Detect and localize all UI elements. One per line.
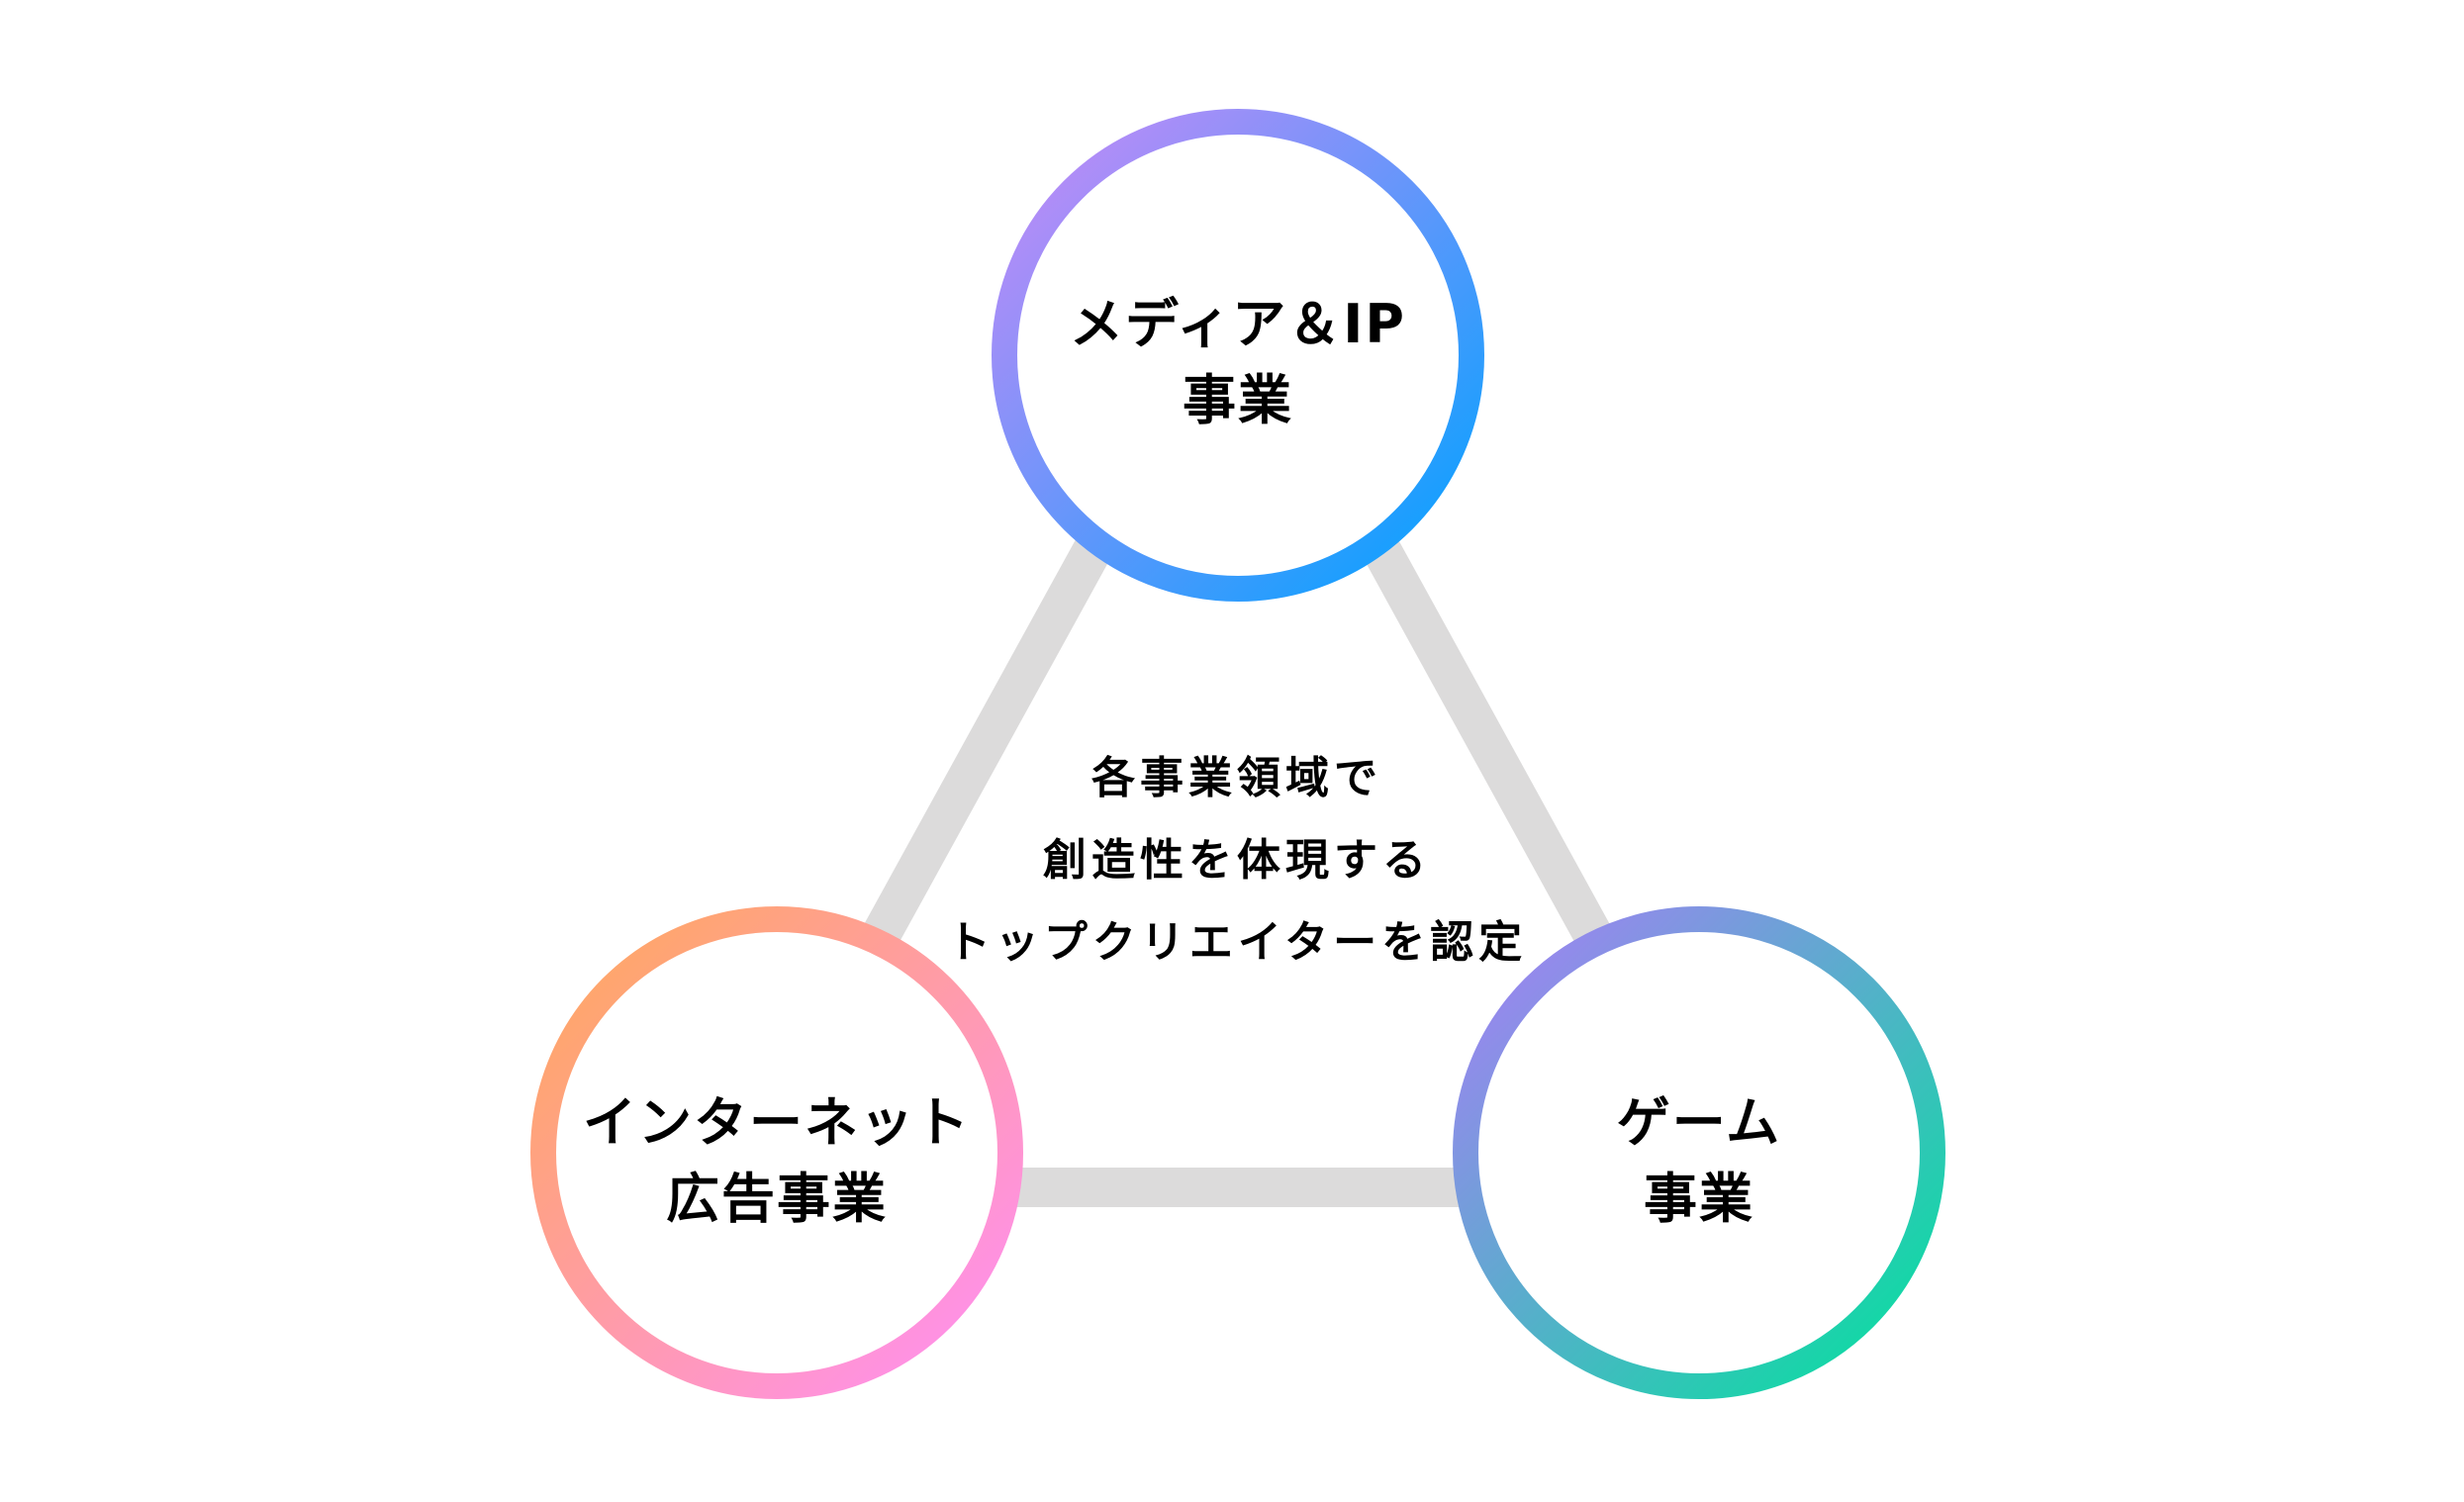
node-label-line1: ゲーム [1616, 1091, 1782, 1154]
node-label-line1: メディア＆IP [1070, 293, 1406, 355]
node-label-internet-ads: インターネット 広告事業 [529, 1085, 1024, 1237]
center-caption-line: トップクリエイターを認定 [946, 917, 1528, 968]
node-ring-internet-ads [530, 906, 1023, 1399]
node-label-line2: 広告事業 [666, 1167, 888, 1230]
connector-left [863, 529, 1116, 945]
center-caption-line: 創造性を体現する [1043, 835, 1431, 886]
center-caption: 各事業領域で 創造性を体現する トップクリエイターを認定 [836, 737, 1638, 984]
node-label-game: ゲーム 事業 [1452, 1085, 1946, 1237]
node-ring-media-ip [992, 109, 1484, 602]
node-label-line2: 事業 [1644, 1167, 1754, 1230]
node-label-media-ip: メディア＆IP 事業 [991, 287, 1485, 438]
node-label-line1: インターネット [583, 1091, 971, 1154]
node-label-line2: 事業 [1183, 368, 1293, 431]
center-caption-line: 各事業領域で [1091, 753, 1382, 803]
connector-right [1358, 529, 1611, 945]
node-ring-game [1453, 906, 1945, 1399]
